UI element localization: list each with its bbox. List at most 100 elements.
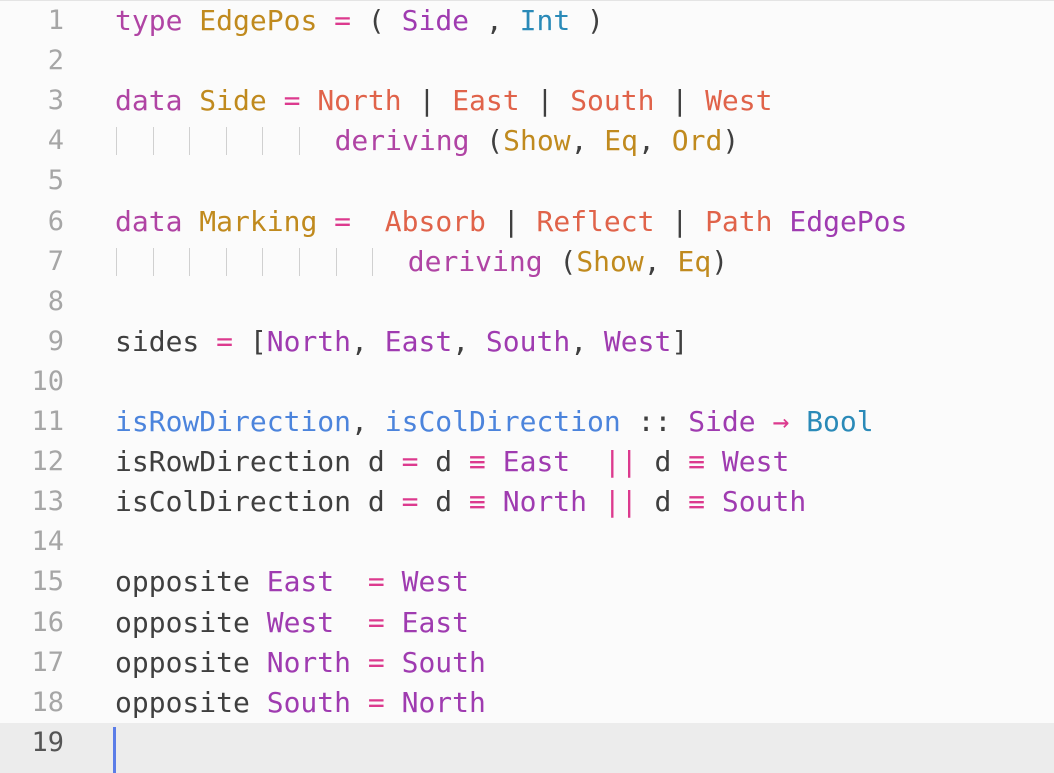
line-number: 13 [31,486,64,518]
code-token: = [367,565,385,599]
code-line[interactable]: 19 [0,722,1054,773]
code-token: South [721,485,807,519]
code-token: :: [620,405,689,438]
code-token [317,4,334,37]
indent-guide [298,242,335,282]
code-line[interactable]: 10 [0,362,1054,402]
code-token: , [351,324,385,358]
indent-guide [188,242,225,282]
code-token: , [351,405,385,438]
code-token [317,205,334,238]
code-text: opposite West = East [115,603,469,643]
code-token: data [115,204,183,238]
code-text: deriving (Show, Eq) [115,242,728,282]
code-token: = [367,645,385,679]
code-token: Eq [677,244,712,278]
line-number: 5 [47,165,64,197]
indent-guide [335,242,372,282]
indent-guide [188,121,225,161]
code-token: West [266,605,335,639]
code-token: deriving [407,244,543,278]
code-line[interactable]: 11 isRowDirection, isColDirection :: Side… [0,402,1054,442]
code-token: = [334,204,352,238]
code-text: isRowDirection, isColDirection :: Side →… [115,402,874,442]
code-token [334,606,368,639]
code-token: North [502,485,588,519]
code-line[interactable]: 8 [0,282,1054,322]
code-token [199,325,216,358]
code-token: North [317,84,402,118]
code-token: West [705,84,773,118]
code-line[interactable]: 14 [0,522,1054,562]
code-token [385,686,402,719]
code-token: South [401,645,486,679]
indent-guide [261,121,298,161]
code-text: data Side = North | East | South | West [115,81,773,121]
line-number: 3 [47,85,64,117]
indent-guide [152,242,189,282]
code-token: deriving [334,124,470,158]
code-token: ] [671,324,689,358]
code-token: , [570,324,604,358]
indent-guide [371,242,408,282]
code-line[interactable]: 16 opposite West = East [0,603,1054,643]
code-token: East [384,324,453,358]
code-token: West [721,445,790,479]
indent-guide [261,242,298,282]
code-token: Side [401,4,470,37]
code-line[interactable]: 5 [0,161,1054,201]
code-text: isRowDirection d = d ≡ East || d ≡ West [115,442,789,482]
code-token: EdgePos [789,204,908,238]
line-number: 11 [31,406,64,437]
code-token: = [367,605,385,639]
code-token: East [401,605,470,639]
code-text: deriving (Show, Eq, Ord) [115,121,739,161]
code-token: = [401,485,419,519]
code-token [587,485,604,518]
code-token: | [654,84,706,118]
code-token: West [401,565,470,599]
code-token: , [643,244,678,278]
code-token: ( [351,4,402,37]
line-number: 15 [31,566,64,598]
line-number: 7 [47,245,64,277]
line-number: 14 [31,526,64,558]
code-token: Side [688,405,756,438]
code-token: data [115,84,183,118]
code-line[interactable]: 7 deriving (Show, Eq) [0,242,1054,282]
code-token: d [637,485,689,519]
code-token [267,84,284,117]
code-token [385,565,402,598]
code-line[interactable]: 2 [0,41,1054,81]
code-token [705,485,722,518]
code-token: = [283,84,301,118]
code-token: North [266,324,352,358]
code-token: ( [542,244,577,278]
code-token: North [401,685,486,719]
code-token: isColDirection [384,405,621,438]
code-token: East [266,565,335,599]
code-text: type EdgePos = ( Side , Int ) [115,1,604,41]
code-line[interactable]: 3 data Side = North | East | South | West [0,81,1054,121]
code-token: isRowDirection d [115,445,402,479]
code-token [486,485,503,518]
code-token: Side [199,84,267,118]
code-token: = [367,685,385,719]
code-token: = [401,445,419,479]
code-token: Path [705,204,773,238]
code-token: = [216,324,234,358]
line-number: 16 [31,606,64,638]
indent-guide [225,242,262,282]
code-token: ≡ [469,485,486,519]
code-token: East [502,445,571,479]
